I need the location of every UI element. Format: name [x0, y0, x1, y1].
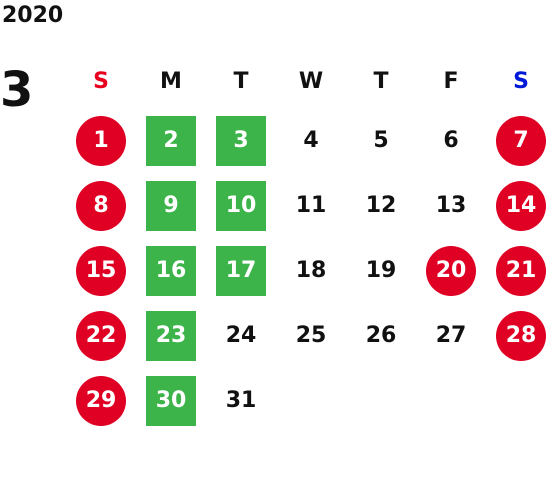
day-cell: 2: [136, 108, 206, 173]
day-number: 6: [443, 128, 459, 153]
day-number: 31: [225, 388, 257, 413]
holiday-day-number: 1: [76, 115, 126, 166]
weekday-header-row: S M T W T F S: [66, 54, 548, 108]
day-cell: 3: [206, 108, 276, 173]
day-cell: 11: [276, 173, 346, 238]
holiday-day-number: 14: [496, 180, 546, 231]
day-cell: 29: [66, 368, 136, 433]
closed-day-number: 2: [146, 115, 196, 166]
holiday-day-number: 15: [76, 245, 126, 296]
weekday-mon: M: [160, 68, 182, 94]
week-row: 15 16 17 18 19 20 21: [66, 238, 548, 303]
holiday-day-number: 22: [76, 310, 126, 361]
holiday-day-number: 28: [496, 310, 546, 361]
day-cell: 21: [486, 238, 548, 303]
holiday-day-number: 8: [76, 180, 126, 231]
holiday-day-number: 20: [426, 245, 476, 296]
day-number: 11: [295, 193, 327, 218]
day-number: [426, 376, 476, 426]
holiday-day-number: 21: [496, 245, 546, 296]
day-number: 25: [295, 323, 327, 348]
day-cell: 20: [416, 238, 486, 303]
closed-day-number: 10: [216, 180, 266, 231]
closed-day-number: 16: [146, 245, 196, 296]
empty-cell: [416, 368, 486, 433]
week-row: 1 2 3 4 5 6 7: [66, 108, 548, 173]
day-number: 26: [365, 323, 397, 348]
day-number: 13: [435, 193, 467, 218]
week-row: 29 30 31: [66, 368, 548, 433]
closed-day-number: 3: [216, 115, 266, 166]
day-cell: 9: [136, 173, 206, 238]
day-number: 19: [365, 258, 397, 283]
day-cell: 7: [486, 108, 548, 173]
day-cell: 30: [136, 368, 206, 433]
day-cell: 13: [416, 173, 486, 238]
weekday-thu: T: [373, 68, 389, 94]
day-number: [356, 376, 406, 426]
empty-cell: [346, 368, 416, 433]
day-cell: 23: [136, 303, 206, 368]
day-cell: 27: [416, 303, 486, 368]
day-cell: 6: [416, 108, 486, 173]
year-label: 2020: [2, 3, 64, 28]
month-number: 3: [0, 62, 34, 118]
day-number: [286, 376, 336, 426]
day-cell: 12: [346, 173, 416, 238]
holiday-day-number: 7: [496, 115, 546, 166]
weekday-tue: T: [233, 68, 249, 94]
weekday-fri: F: [443, 68, 459, 94]
day-cell: 31: [206, 368, 276, 433]
day-number: 5: [373, 128, 389, 153]
week-row: 8 9 10 11 12 13 14: [66, 173, 548, 238]
day-cell: 26: [346, 303, 416, 368]
day-number: 12: [365, 193, 397, 218]
empty-cell: [276, 368, 346, 433]
day-cell: 16: [136, 238, 206, 303]
closed-day-number: 17: [216, 245, 266, 296]
day-cell: 22: [66, 303, 136, 368]
day-cell: 4: [276, 108, 346, 173]
closed-day-number: 23: [146, 310, 196, 361]
day-cell: 17: [206, 238, 276, 303]
day-number: [496, 376, 546, 426]
day-cell: 15: [66, 238, 136, 303]
closed-day-number: 30: [146, 375, 196, 426]
day-number: 24: [225, 323, 257, 348]
day-cell: 28: [486, 303, 548, 368]
day-number: 27: [435, 323, 467, 348]
holiday-day-number: 29: [76, 375, 126, 426]
day-cell: 18: [276, 238, 346, 303]
calendar-grid: S M T W T F S 1 2 3 4 5 6 7 8 9 10 11 12…: [66, 54, 548, 433]
closed-day-number: 9: [146, 180, 196, 231]
day-cell: 19: [346, 238, 416, 303]
weekday-wed: W: [298, 68, 324, 94]
day-cell: 8: [66, 173, 136, 238]
empty-cell: [486, 368, 548, 433]
day-cell: 14: [486, 173, 548, 238]
day-cell: 10: [206, 173, 276, 238]
day-cell: 25: [276, 303, 346, 368]
weekday-sat: S: [513, 68, 529, 94]
day-cell: 1: [66, 108, 136, 173]
weekday-sun: S: [93, 68, 109, 94]
day-number: 4: [303, 128, 319, 153]
day-cell: 5: [346, 108, 416, 173]
week-row: 22 23 24 25 26 27 28: [66, 303, 548, 368]
day-cell: 24: [206, 303, 276, 368]
day-number: 18: [295, 258, 327, 283]
